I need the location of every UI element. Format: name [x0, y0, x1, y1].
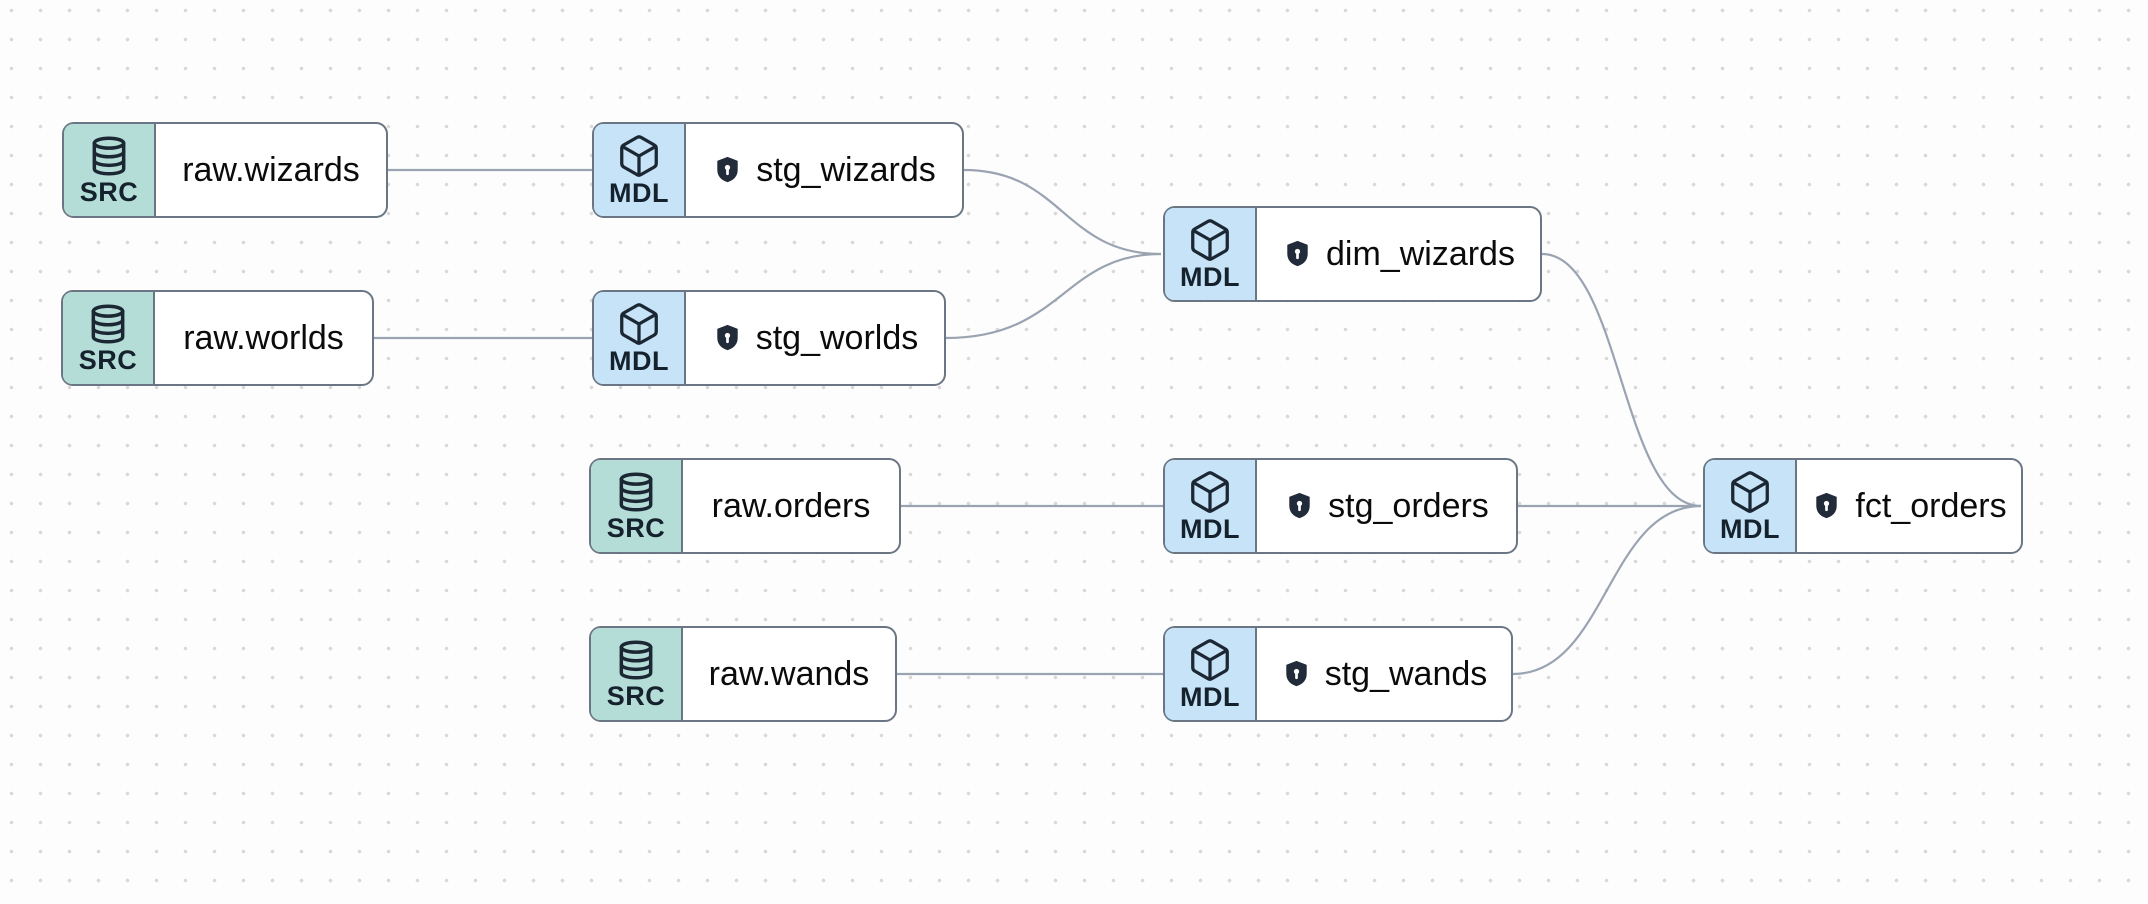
shield-lock-icon — [1811, 490, 1842, 523]
badge-label: SRC — [79, 177, 139, 207]
resource-type-badge: MDL — [1165, 628, 1257, 720]
node-body: dim_wizards — [1257, 208, 1540, 300]
cube-icon — [616, 301, 662, 347]
cube-icon — [616, 133, 662, 179]
resource-type-badge: MDL — [594, 292, 686, 384]
badge-label: SRC — [78, 345, 138, 375]
node-label: fct_orders — [1855, 486, 2007, 525]
node-label: dim_wizards — [1326, 234, 1515, 273]
badge-label: SRC — [606, 513, 666, 543]
node-raw-worlds[interactable]: SRC raw.worlds — [61, 290, 374, 386]
database-icon — [614, 638, 658, 682]
node-label: raw.wizards — [182, 150, 360, 189]
node-stg-wizards[interactable]: MDL stg_wizards — [592, 122, 964, 218]
resource-type-badge: MDL — [1705, 460, 1797, 552]
node-raw-wands[interactable]: SRC raw.wands — [589, 626, 897, 722]
node-body: fct_orders — [1797, 460, 2021, 552]
node-raw-wizards[interactable]: SRC raw.wizards — [62, 122, 388, 218]
cube-icon — [1727, 469, 1773, 515]
node-label: stg_orders — [1328, 486, 1489, 525]
resource-type-badge: MDL — [1165, 460, 1257, 552]
badge-label: MDL — [1720, 514, 1780, 544]
shield-lock-icon — [712, 154, 743, 187]
node-label: raw.orders — [711, 486, 871, 525]
node-body: stg_orders — [1257, 460, 1516, 552]
edge-dim_wizards-fct_orders — [1541, 252, 1702, 508]
node-label: raw.worlds — [183, 318, 344, 357]
badge-label: MDL — [609, 178, 669, 208]
shield-lock-icon — [1282, 238, 1313, 271]
node-label: raw.wands — [708, 654, 870, 693]
node-label: stg_wizards — [756, 150, 936, 189]
cube-icon — [1187, 469, 1233, 515]
badge-label: MDL — [609, 346, 669, 376]
node-dim-wizards[interactable]: MDL dim_wizards — [1163, 206, 1542, 302]
node-fct-orders[interactable]: MDL fct_orders — [1703, 458, 2023, 554]
node-body: raw.wizards — [156, 124, 386, 216]
cube-icon — [1187, 217, 1233, 263]
badge-label: MDL — [1180, 682, 1240, 712]
database-icon — [86, 302, 130, 346]
database-icon — [614, 470, 658, 514]
resource-type-badge: SRC — [591, 628, 683, 720]
node-stg-orders[interactable]: MDL stg_orders — [1163, 458, 1518, 554]
resource-type-badge: MDL — [594, 124, 686, 216]
resource-type-badge: SRC — [591, 460, 683, 552]
node-body: stg_wands — [1257, 628, 1511, 720]
resource-type-badge: MDL — [1165, 208, 1257, 300]
shield-lock-icon — [1284, 490, 1315, 523]
badge-label: MDL — [1180, 262, 1240, 292]
badge-label: MDL — [1180, 514, 1240, 544]
node-label: stg_wands — [1324, 654, 1488, 693]
node-body: stg_wizards — [686, 124, 962, 216]
node-label: stg_worlds — [755, 318, 919, 357]
node-stg-wands[interactable]: MDL stg_wands — [1163, 626, 1513, 722]
shield-lock-icon — [712, 322, 743, 355]
node-body: raw.wands — [683, 628, 895, 720]
node-body: stg_worlds — [686, 292, 944, 384]
database-icon — [87, 134, 131, 178]
resource-type-badge: SRC — [64, 124, 156, 216]
badge-label: SRC — [606, 681, 666, 711]
edge-stg_worlds-dim_wizards — [945, 252, 1162, 340]
node-body: raw.orders — [683, 460, 899, 552]
node-body: raw.worlds — [155, 292, 372, 384]
node-stg-worlds[interactable]: MDL stg_worlds — [592, 290, 946, 386]
resource-type-badge: SRC — [63, 292, 155, 384]
cube-icon — [1187, 637, 1233, 683]
shield-lock-icon — [1281, 658, 1312, 691]
edge-stg_wizards-dim_wizards — [963, 168, 1162, 256]
node-raw-orders[interactable]: SRC raw.orders — [589, 458, 901, 554]
edge-stg_wands-fct_orders — [1512, 504, 1702, 676]
